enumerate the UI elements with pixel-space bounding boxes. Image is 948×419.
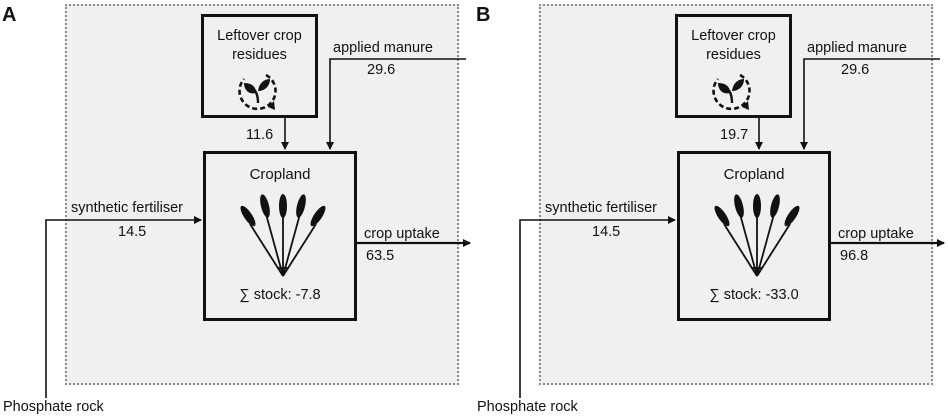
phosphate-rock-label: Phosphate rock <box>3 399 104 415</box>
manure-label: applied manure <box>333 40 433 56</box>
residue-box: Leftover crop residues <box>675 14 792 118</box>
panel-letter: A <box>2 4 17 26</box>
cropland-box: Cropland ∑ stock: -7.8 <box>203 151 357 321</box>
cropland-title: Cropland <box>723 166 785 183</box>
phosphate-rock-label: Phosphate rock <box>477 399 578 415</box>
uptake-label: crop uptake <box>838 226 914 242</box>
synthetic-value: 14.5 <box>118 224 147 240</box>
synthetic-label: synthetic fertiliser <box>545 200 658 216</box>
wheat-bundle-icon <box>240 194 326 277</box>
panel-a: A Leftover crop residues 11.6 applied ma… <box>2 4 471 415</box>
stock-change: ∑ stock: -33.0 <box>709 287 799 303</box>
panel-letter: B <box>476 4 491 26</box>
flow-lines <box>45 58 471 398</box>
uptake-label: crop uptake <box>364 226 440 242</box>
residue-title: Leftover crop residues <box>691 28 776 63</box>
cropland-title: Cropland <box>249 166 311 183</box>
flow-lines <box>519 58 945 398</box>
residue-flow-value: 19.7 <box>720 127 749 143</box>
panel-b: B Leftover crop residues 19.7 applied ma… <box>474 0 948 419</box>
residue-flow-value: 11.6 <box>246 127 274 143</box>
uptake-value: 96.8 <box>840 248 869 264</box>
uptake-value: 63.5 <box>366 248 395 264</box>
recycle-sprout-icon <box>712 73 751 111</box>
cropland-box: Cropland ∑ stock: -33.0 <box>677 151 831 321</box>
residue-title: Leftover crop residues <box>217 28 302 63</box>
wheat-bundle-icon <box>714 194 800 277</box>
manure-value: 29.6 <box>841 62 870 78</box>
manure-value: 29.6 <box>367 62 396 78</box>
stock-change: ∑ stock: -7.8 <box>239 287 321 303</box>
recycle-sprout-icon <box>238 73 277 111</box>
synthetic-label: synthetic fertiliser <box>71 200 184 216</box>
residue-box: Leftover crop residues <box>201 14 318 118</box>
synthetic-value: 14.5 <box>592 224 621 240</box>
manure-label: applied manure <box>807 40 907 56</box>
